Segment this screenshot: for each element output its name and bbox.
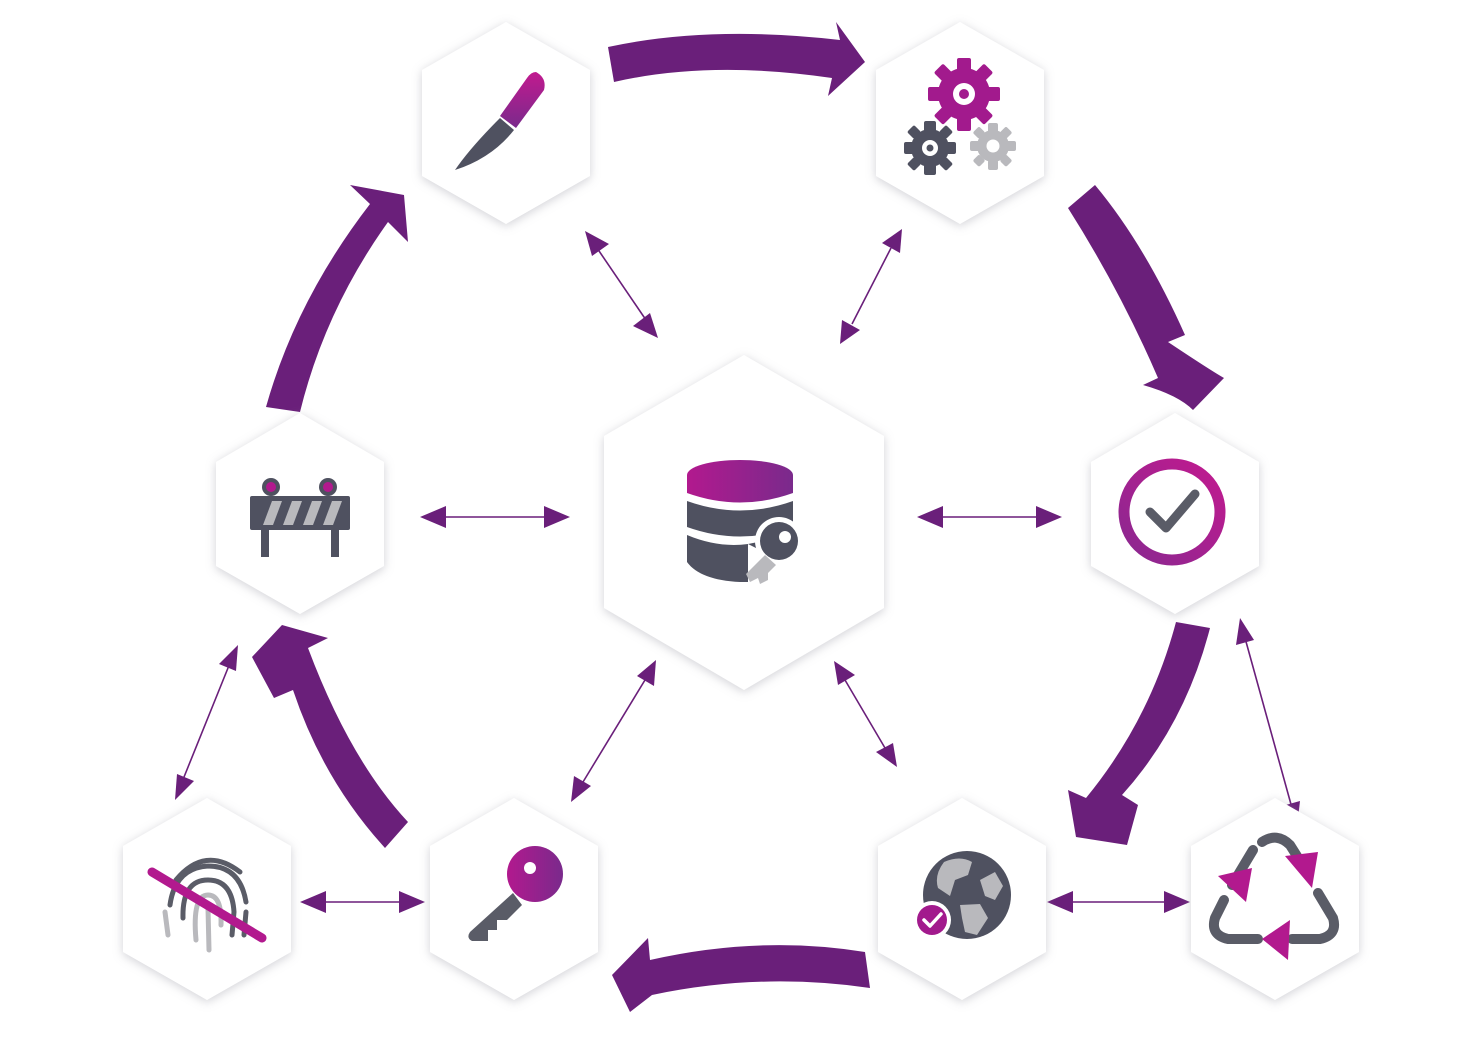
connector-center-bottom-left bbox=[582, 679, 646, 783]
connector-center-top-right bbox=[851, 247, 892, 325]
cycle-arrow-bottom bbox=[612, 938, 870, 1012]
connector-arrowhead bbox=[175, 774, 194, 800]
connectors bbox=[175, 229, 1300, 913]
connector-arrowhead bbox=[876, 743, 897, 767]
connector-arrowhead bbox=[834, 661, 855, 685]
connector-arrowhead bbox=[585, 231, 609, 256]
connector-arrowhead bbox=[420, 506, 446, 528]
gears-icon bbox=[904, 58, 1016, 175]
cycle-arrow-top bbox=[608, 22, 865, 96]
connector-arrowhead bbox=[917, 506, 943, 528]
connector-barrier-fingerprint bbox=[181, 662, 231, 783]
cycle-arrow-top-right bbox=[1068, 185, 1224, 410]
connector-arrowhead bbox=[544, 506, 570, 528]
cycle-arrow-top-left bbox=[266, 185, 408, 412]
connector-arrowhead bbox=[637, 660, 656, 686]
connector-arrowhead bbox=[1047, 891, 1073, 913]
connector-arrowhead bbox=[571, 776, 591, 802]
fingerprint-crossed-icon bbox=[147, 857, 267, 953]
connector-arrowhead bbox=[399, 891, 425, 913]
hex-far-right bbox=[1191, 798, 1359, 1000]
connector-arrowhead bbox=[1164, 891, 1190, 913]
connector-arrowhead bbox=[840, 320, 860, 344]
connector-arrowhead bbox=[1036, 506, 1062, 528]
key-icon bbox=[468, 846, 563, 941]
recycle-icon bbox=[1208, 832, 1340, 960]
connector-arrowhead bbox=[1236, 618, 1254, 645]
check-circle-icon bbox=[1118, 458, 1226, 566]
scalpel-icon bbox=[455, 72, 545, 170]
hex-far-left bbox=[123, 798, 291, 1000]
globe-check-icon bbox=[913, 851, 1011, 939]
cycle-arrows bbox=[252, 22, 1224, 1012]
connector-arrowhead bbox=[300, 891, 326, 913]
hex-top-left bbox=[422, 22, 590, 224]
connector-check-recycle bbox=[1244, 637, 1293, 809]
cycle-arrow-bottom-left bbox=[252, 625, 408, 848]
connector-arrowhead bbox=[882, 229, 902, 253]
connector-arrowhead bbox=[219, 645, 238, 671]
barrier-icon bbox=[250, 478, 350, 557]
cycle-arrow-bottom-right bbox=[1068, 622, 1210, 845]
connector-center-bottom-right bbox=[844, 679, 886, 749]
connector-center-top-left bbox=[596, 247, 647, 321]
connector-arrowhead bbox=[633, 313, 658, 338]
database-key-icon bbox=[687, 460, 803, 584]
